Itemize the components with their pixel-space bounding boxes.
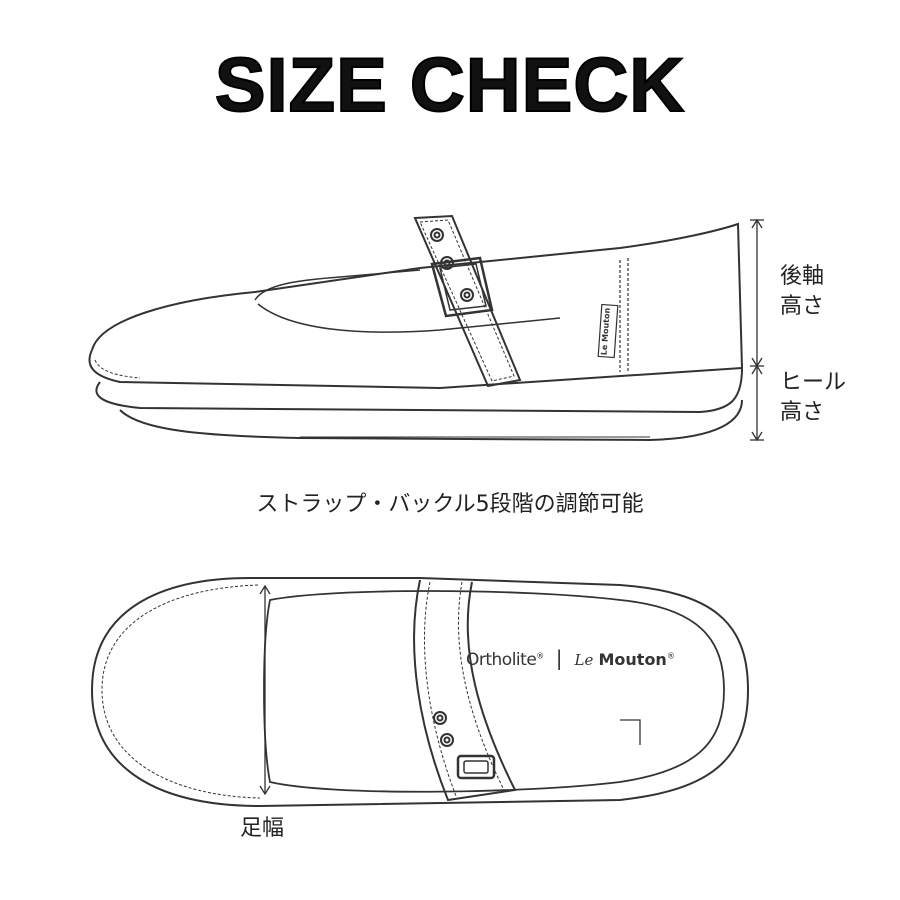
strap-caption: ストラップ・バックル5段階の調節可能 xyxy=(256,492,644,517)
ortholite-text: Ortholite xyxy=(466,650,537,670)
top-view-shoe xyxy=(90,577,750,808)
heel-height-label: ヒール 高さ xyxy=(780,368,846,428)
back-height-label: 後軸 高さ xyxy=(780,262,824,322)
side-view-shoe xyxy=(88,214,764,442)
logo-separator: | xyxy=(555,646,563,670)
foot-width-label: 足幅 xyxy=(240,816,285,841)
back-height-line1: 後軸 xyxy=(780,264,825,289)
back-height-line2: 高さ xyxy=(780,294,825,319)
page-title: SIZE CHECK xyxy=(214,42,686,129)
ortholite-logo: Ortholite® xyxy=(466,650,544,670)
mouton-text: Mouton xyxy=(598,650,667,669)
heel-height-line1: ヒール xyxy=(780,370,847,395)
registered-mark: ® xyxy=(536,651,544,661)
le-text: Le xyxy=(574,651,594,669)
heel-height-line2: 高さ xyxy=(780,400,825,425)
side-tag-logo: Le Mouton xyxy=(599,307,613,355)
registered-mark: ® xyxy=(666,651,675,661)
insole-logos: Ortholite® | Le Mouton® xyxy=(466,646,675,670)
le-mouton-logo: Le Mouton® xyxy=(575,650,675,669)
